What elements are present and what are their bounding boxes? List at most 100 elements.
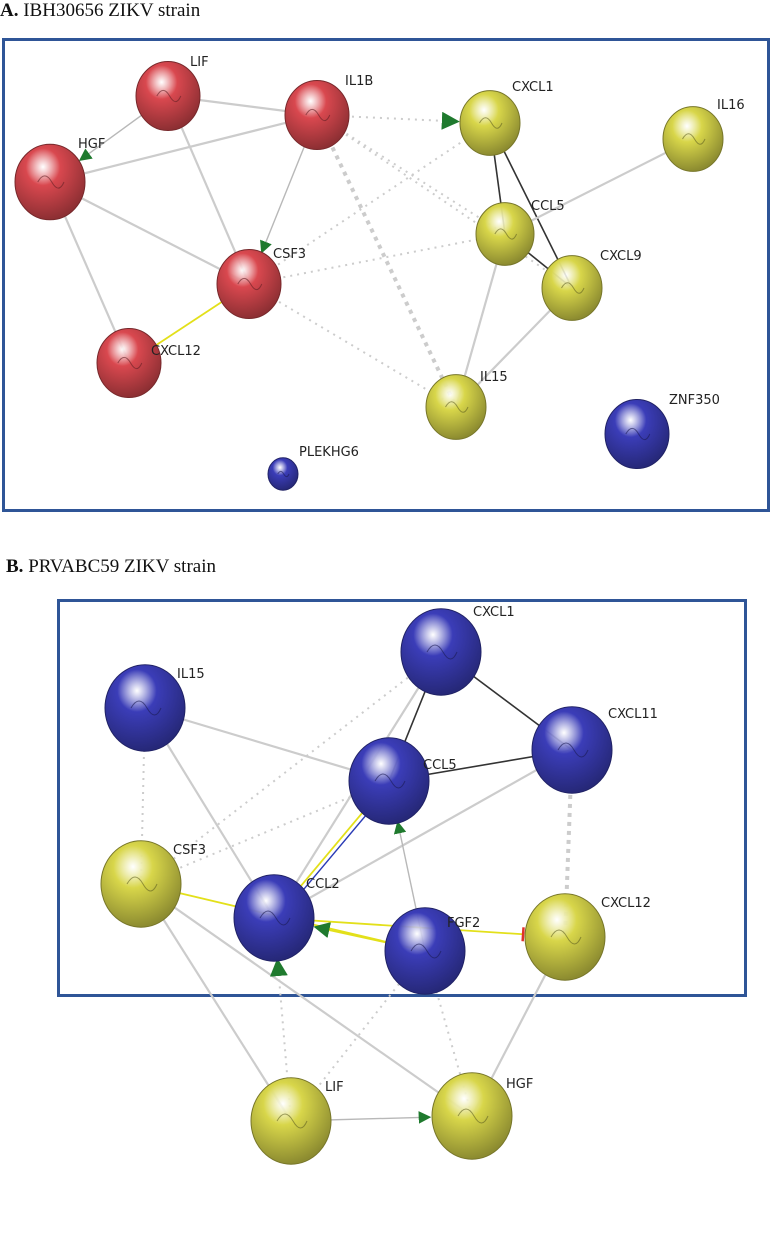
node-lif-label: LIF xyxy=(190,55,209,70)
edge-ccl5-il16 xyxy=(504,138,694,235)
node-cxcl11[interactable]: CXCL11 xyxy=(531,706,658,794)
node-il1b[interactable]: IL1B xyxy=(284,74,373,151)
edge-csf3-lif xyxy=(140,883,292,1122)
node-znf350-sphere xyxy=(604,398,670,470)
node-cxcl1-label: CXCL1 xyxy=(473,605,515,620)
edge-cxcl11-ccl2 xyxy=(273,749,573,919)
node-hgf-sphere xyxy=(14,143,86,221)
node-fgf2-structure-icon xyxy=(410,943,442,959)
panel-b-edges xyxy=(140,651,574,1124)
node-cxcl12-structure-icon xyxy=(117,356,143,370)
node-fgf2[interactable]: FGF2 xyxy=(384,907,480,995)
node-cxcl1-structure-icon xyxy=(479,117,503,129)
node-cxcl9-label: CXCL9 xyxy=(600,249,642,264)
node-csf3-sphere xyxy=(216,248,282,320)
node-hgf[interactable]: HGF xyxy=(14,137,105,221)
node-cxcl1-sphere xyxy=(400,608,482,696)
node-il16-label: IL16 xyxy=(717,98,745,113)
edge-csf3-hgf xyxy=(140,883,473,1117)
node-il15-structure-icon xyxy=(445,401,469,413)
node-lif[interactable]: LIF xyxy=(135,55,209,132)
node-csf3[interactable]: CSF3 xyxy=(100,840,206,928)
node-cxcl11-structure-icon xyxy=(557,742,589,758)
node-cxcl12-structure-icon xyxy=(550,929,582,945)
edge-lif-ccl2 xyxy=(269,958,292,1122)
edge-csf3-ccl5 xyxy=(248,233,506,285)
node-cxcl11-label: CXCL11 xyxy=(608,707,658,722)
node-lif-structure-icon xyxy=(156,89,182,103)
node-hgf-structure-icon xyxy=(457,1108,489,1124)
node-ccl5[interactable]: CCL5 xyxy=(475,199,565,266)
node-ccl5-structure-icon xyxy=(494,228,518,240)
node-csf3-label: CSF3 xyxy=(273,247,306,262)
node-ccl5[interactable]: CCL5 xyxy=(348,737,457,825)
edge-csf3-il15 xyxy=(248,283,457,408)
node-znf350[interactable]: ZNF350 xyxy=(604,393,720,470)
node-ccl2[interactable]: CCL2 xyxy=(233,874,340,962)
node-il15-sphere xyxy=(425,374,487,440)
node-cxcl9-sphere xyxy=(541,255,603,321)
node-cxcl12-sphere xyxy=(96,327,162,399)
node-csf3-structure-icon xyxy=(237,277,263,291)
node-hgf[interactable]: HGF xyxy=(431,1072,533,1160)
edge-il15-ccl5 xyxy=(144,706,390,783)
node-cxcl1[interactable]: CXCL1 xyxy=(400,605,515,696)
node-cxcl12-label: CXCL12 xyxy=(151,344,201,359)
node-il15-label: IL15 xyxy=(480,370,508,385)
node-il15[interactable]: IL15 xyxy=(104,664,205,752)
node-ccl2-structure-icon xyxy=(259,910,291,926)
node-il1b-label: IL1B xyxy=(345,74,373,89)
node-cxcl11-sphere xyxy=(531,706,613,794)
node-il15[interactable]: IL15 xyxy=(425,370,508,440)
node-hgf-sphere xyxy=(431,1072,513,1160)
node-il16[interactable]: IL16 xyxy=(662,98,745,172)
node-ccl2-sphere xyxy=(233,874,315,962)
node-lif-sphere xyxy=(250,1077,332,1165)
node-csf3-sphere xyxy=(100,840,182,928)
node-lif-sphere xyxy=(135,60,201,132)
node-csf3-label: CSF3 xyxy=(173,843,206,858)
node-csf3[interactable]: CSF3 xyxy=(216,247,306,320)
edge-ccl2-cxcl12-inhibit-bar xyxy=(521,927,525,942)
node-il16-sphere xyxy=(662,106,724,172)
node-fgf2-sphere xyxy=(384,907,466,995)
panel-b-strain: PRVABC59 ZIKV strain xyxy=(23,556,216,577)
node-lif[interactable]: LIF xyxy=(250,1077,344,1165)
node-lif-structure-icon xyxy=(276,1113,308,1129)
node-plekhg6-label: PLEKHG6 xyxy=(299,445,359,460)
node-hgf-structure-icon xyxy=(37,175,65,189)
node-hgf-label: HGF xyxy=(78,137,105,152)
panel-b-letter: B. xyxy=(6,556,24,577)
node-cxcl9-structure-icon xyxy=(561,282,585,294)
node-plekhg6-sphere xyxy=(267,457,299,491)
node-ccl5-label: CCL5 xyxy=(423,758,457,773)
node-cxcl12-label: CXCL12 xyxy=(601,896,651,911)
node-cxcl12[interactable]: CXCL12 xyxy=(96,327,201,399)
edge-hgf-il1b xyxy=(49,113,318,184)
node-znf350-label: ZNF350 xyxy=(669,393,720,408)
node-cxcl1[interactable]: CXCL1 xyxy=(459,80,554,156)
panel-a-title: A. IBH30656 ZIKV strain xyxy=(0,0,200,22)
node-ccl5-sphere xyxy=(348,737,430,825)
node-cxcl9[interactable]: CXCL9 xyxy=(541,249,642,321)
node-cxcl1-structure-icon xyxy=(426,644,458,660)
node-il16-structure-icon xyxy=(682,133,706,145)
panel-a-letter: A. xyxy=(0,0,19,21)
node-il15-structure-icon xyxy=(130,700,162,716)
node-fgf2-label: FGF2 xyxy=(447,916,480,931)
node-lif-label: LIF xyxy=(325,1080,344,1095)
node-hgf-label: HGF xyxy=(506,1077,533,1092)
node-cxcl12[interactable]: CXCL12 xyxy=(524,893,651,981)
node-plekhg6[interactable]: PLEKHG6 xyxy=(267,445,359,491)
node-plekhg6-structure-icon xyxy=(277,470,290,478)
node-ccl5-structure-icon xyxy=(374,773,406,789)
edge-il1b-cxcl9 xyxy=(316,114,573,289)
node-il15-sphere xyxy=(104,664,186,752)
node-cxcl12-sphere xyxy=(524,893,606,981)
